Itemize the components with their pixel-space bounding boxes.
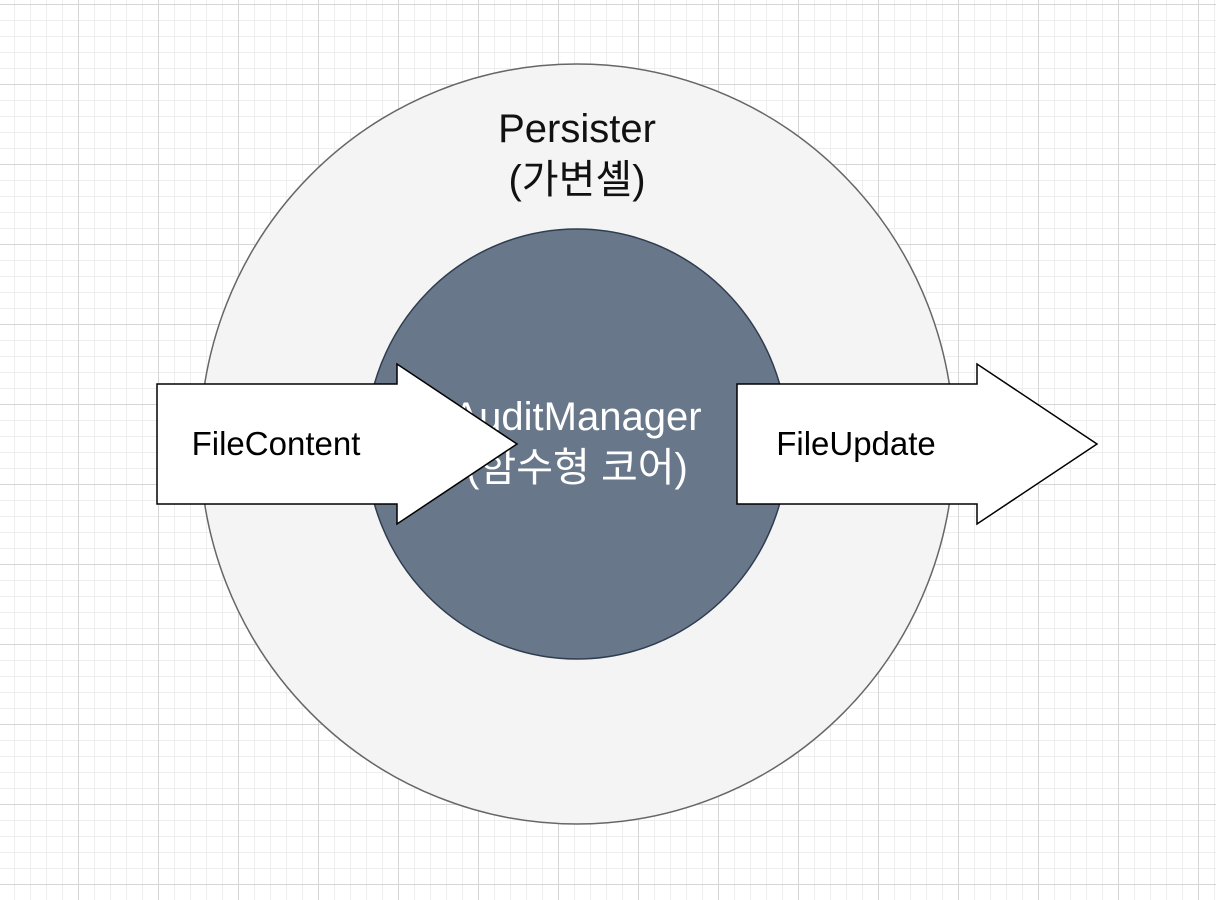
persister-subtitle: (가변셸) <box>508 158 645 202</box>
file-content-label: FileContent <box>192 425 361 462</box>
file-update-label: FileUpdate <box>776 425 936 462</box>
audit-manager-core[interactable]: AuditManager (함수형 코어) <box>365 228 789 660</box>
file-update-arrow[interactable]: FileUpdate <box>736 362 1099 526</box>
file-content-arrow-shape <box>156 362 519 526</box>
file-content-arrow[interactable]: FileContent <box>156 362 519 526</box>
persister-title: Persister <box>498 107 656 151</box>
file-update-arrow-shape <box>736 362 1099 526</box>
